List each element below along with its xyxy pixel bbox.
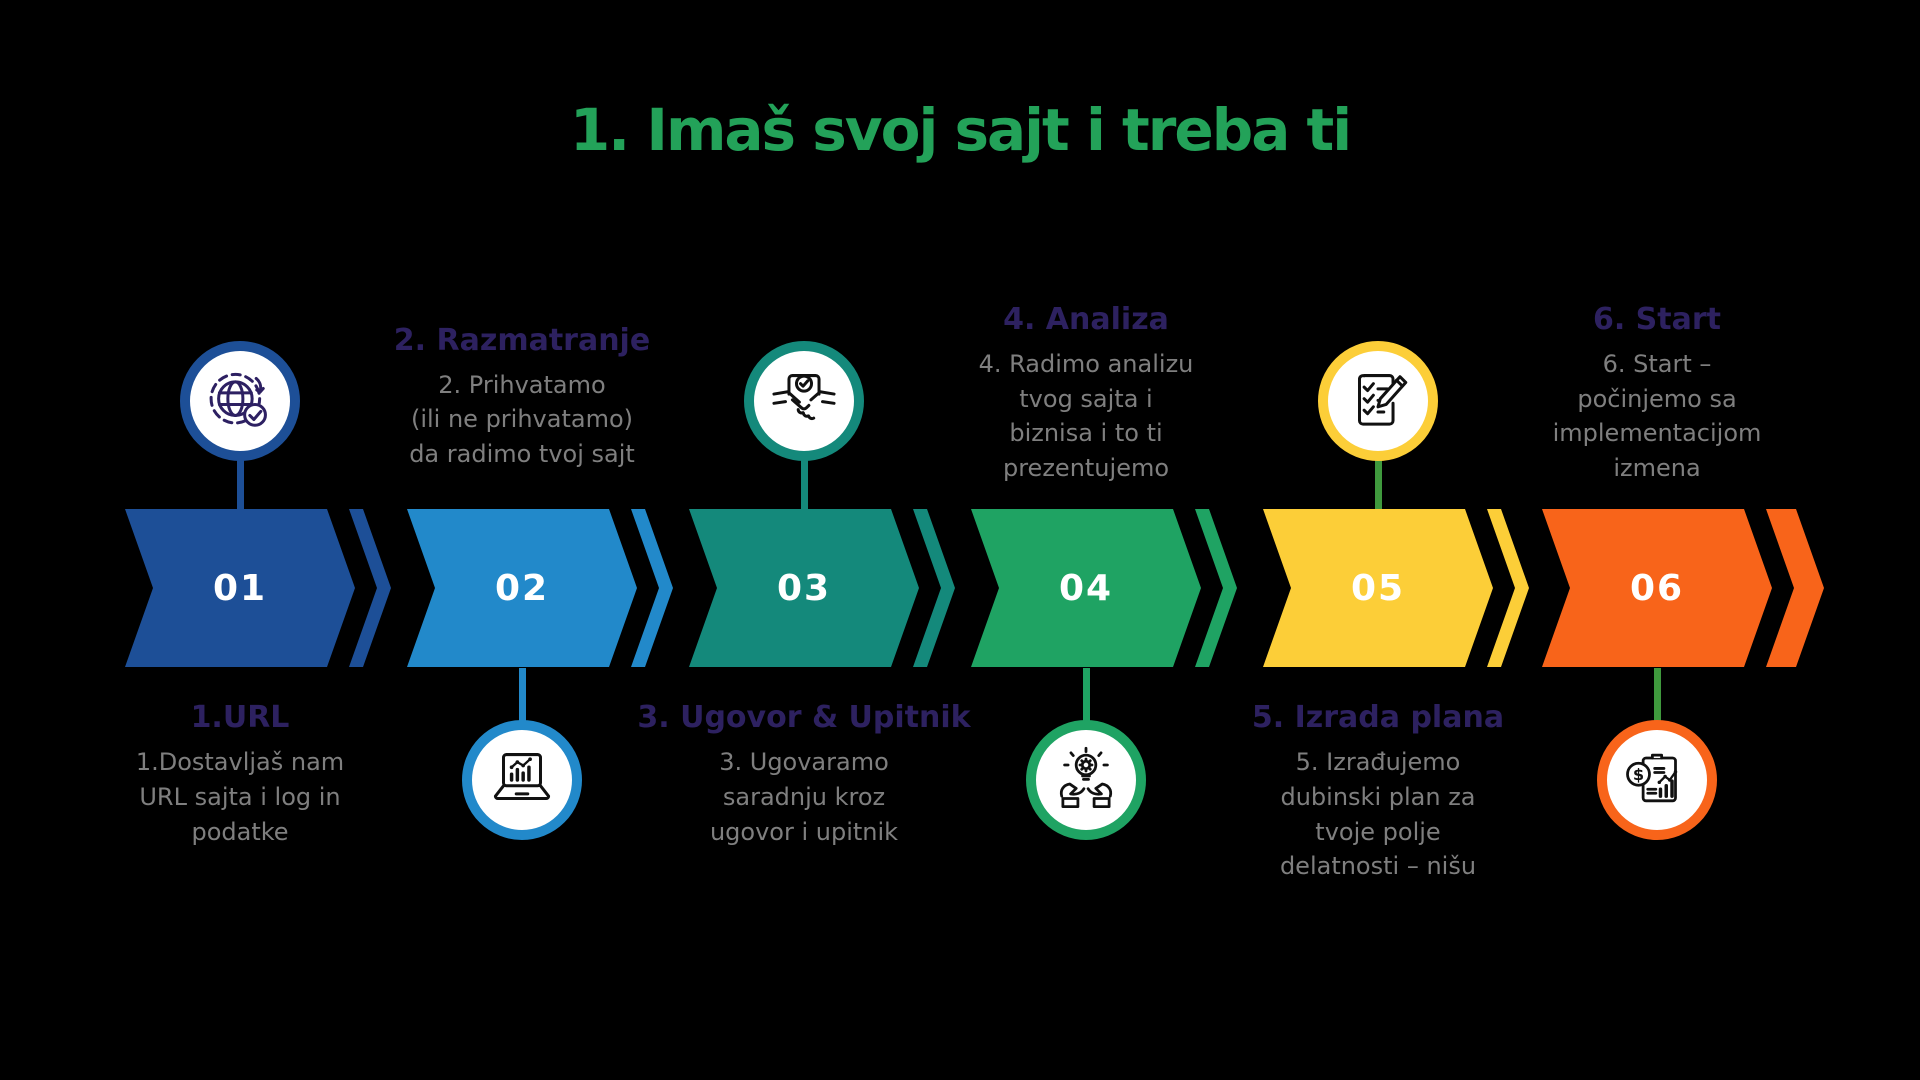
step-6-chevron: 06 <box>1542 509 1772 667</box>
checklist-pencil-icon <box>1357 374 1408 426</box>
step-1-icon-circle <box>180 341 300 461</box>
step-6-chevron-sliver <box>1766 509 1824 667</box>
step-2-connector <box>519 668 526 722</box>
step-4-heading: 4. Analiza <box>1003 301 1169 337</box>
step-5-description: 5. Izrađujemo dubinski plan za tvoje pol… <box>1279 748 1477 881</box>
step-4-description: 4. Radimo analizu tvog sajta i biznisa i… <box>978 349 1194 483</box>
step-4-icon-circle <box>1026 720 1146 840</box>
step-3-connector <box>801 459 808 509</box>
laptop-chart-icon <box>493 753 551 801</box>
step-3-chevron-sliver <box>913 509 955 667</box>
step-6-icon-circle: $ <box>1597 720 1717 840</box>
step-2-chevron-sliver <box>631 509 673 667</box>
step-4-chevron-sliver <box>1195 509 1237 667</box>
step-6-text: 6. Start 6. Start – počinjemo sa impleme… <box>1487 302 1827 486</box>
step-2-description: 2. Prihvatamo (ili ne prihvatamo) da rad… <box>409 370 635 469</box>
step-2-icon-circle <box>462 720 582 840</box>
step-4-text: 4. Analiza 4. Radimo analizu tvog sajta … <box>916 302 1256 486</box>
step-5-chevron-sliver <box>1487 509 1529 667</box>
svg-text:$: $ <box>1633 765 1644 784</box>
step-3-heading: 3. Ugovor & Upitnik <box>637 700 971 735</box>
globe-check-icon <box>209 372 267 427</box>
step-1-chevron: 01 <box>125 509 355 667</box>
step-4-connector <box>1083 668 1090 722</box>
step-5-icon-circle <box>1318 341 1438 461</box>
step-1-chevron-sliver <box>349 509 391 667</box>
page-title: 1. Imaš svoj sajt i treba ti <box>569 96 1352 164</box>
hands-lightbulb-icon <box>1059 746 1113 808</box>
handshake-icon <box>772 374 836 421</box>
step-4-chevron: 04 <box>971 509 1201 667</box>
step-5-text: 5. Izrada plana 5. Izrađujemo dubinski p… <box>1208 700 1548 884</box>
step-5-number: 05 <box>1350 567 1406 609</box>
step-3-description: 3. Ugovaramo saradnju kroz ugovor i upit… <box>709 748 899 846</box>
step-1-heading: 1.URL <box>190 700 290 735</box>
step-6-description: 6. Start – počinjemo sa implementacijom … <box>1552 349 1762 483</box>
step-2-heading: 2. Razmatranje <box>393 322 651 358</box>
step-6-connector <box>1654 668 1661 722</box>
step-6-heading: 6. Start <box>1592 301 1722 337</box>
step-2-chevron: 02 <box>407 509 637 667</box>
step-1-connector <box>237 459 244 509</box>
step-5-heading: 5. Izrada plana <box>1251 700 1505 735</box>
step-5-chevron: 05 <box>1263 509 1493 667</box>
step-1-number: 01 <box>212 567 268 609</box>
step-1-text: 1.URL 1.Dostavljaš nam URL sajta i log i… <box>70 700 410 849</box>
step-2-number: 02 <box>494 567 550 609</box>
step-3-icon-circle <box>744 341 864 461</box>
step-4-number: 04 <box>1058 567 1114 609</box>
step-3-number: 03 <box>776 567 832 609</box>
step-6-number: 06 <box>1629 567 1685 609</box>
step-1-description: 1.Dostavljaš nam URL sajta i log in poda… <box>135 748 345 846</box>
money-report-icon: $ <box>1626 753 1678 803</box>
step-5-connector <box>1375 459 1382 509</box>
step-3-chevron: 03 <box>689 509 919 667</box>
step-3-text: 3. Ugovor & Upitnik 3. Ugovaramo saradnj… <box>634 700 974 849</box>
step-2-text: 2. Razmatranje 2. Prihvatamo (ili ne pri… <box>352 323 692 472</box>
